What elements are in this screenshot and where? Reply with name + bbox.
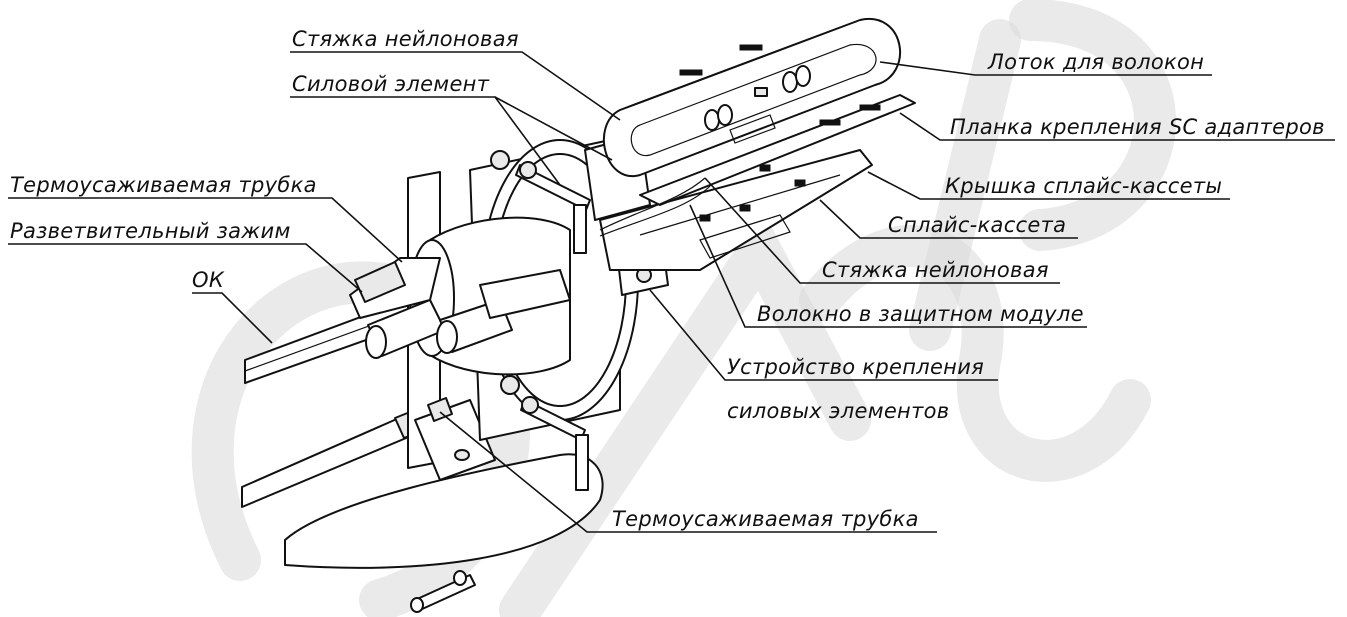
leader-lines [8,51,1335,533]
label-sc-plate: Планка крепления SC адаптеров [950,115,1325,139]
leader-fiber-tray [879,61,1212,76]
leader-branch-clamp [8,243,363,293]
splice-cassette [599,149,873,271]
leader-cassette-cover [867,171,1230,200]
callout-labels: Стяжка нейлоновая Силовой элемент Термоу… [10,27,1325,531]
fiber-tray [603,17,901,178]
label-ok: ОК [192,268,225,292]
label-heat-shrink-bottom: Термоусаживаемая трубка [612,507,919,531]
label-splice-cassette: Сплайс-кассета [888,213,1066,237]
label-strength-member: Силовой элемент [292,72,490,96]
fiber-module [599,177,713,237]
sc-adapter-plate [639,94,916,206]
heat-shrink-lower [427,397,453,422]
leader-sc-plate [899,112,1335,141]
label-tie-top: Стяжка нейлоновая [292,27,519,51]
leader-tie-bottom [704,177,1060,284]
leader-fiber-module [689,204,1087,328]
label-fiber-tray: Лоток для волокон [987,50,1204,74]
heat-shrink-upper [349,257,441,319]
closure-drawing [241,17,916,613]
label-cassette-cover: Крышка сплайс-кассеты [945,174,1222,198]
leader-mount-device [649,289,998,381]
label-mount-device-line2: силовых элементов [727,399,949,423]
cable-glands [365,269,571,359]
leader-ok [192,292,273,344]
label-fiber-module: Волокно в защитном модуле [757,302,1084,326]
label-tie-bottom: Стяжка нейлоновая [822,258,1049,282]
leader-splice-cassette [819,199,1078,239]
strength-members [515,161,591,491]
leader-heat-shrink-bottom [439,411,937,533]
leader-tie-top [290,51,621,121]
label-mount-device-line1: Устройство крепления [727,355,984,379]
label-heat-shrink-top: Термоусаживаемая трубка [10,173,317,197]
label-branch-clamp: Разветвительный зажим [10,219,291,243]
leader-heat-shrink-top [8,197,403,263]
